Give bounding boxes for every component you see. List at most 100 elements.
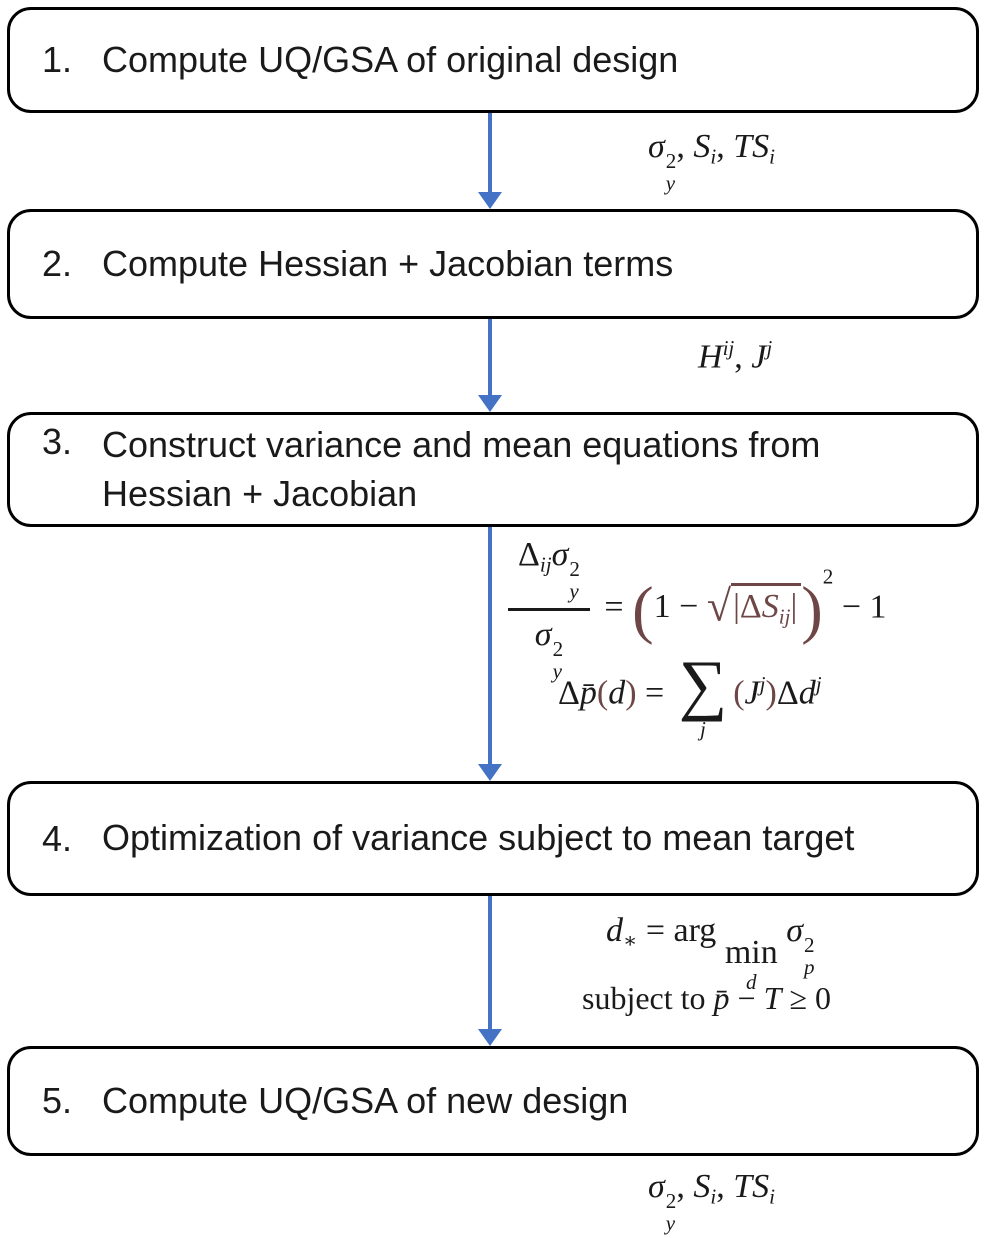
math-token: | xyxy=(790,588,798,626)
math-token: ij xyxy=(778,604,791,629)
math-token: y xyxy=(665,1211,676,1236)
step-number: 5. xyxy=(42,1080,73,1121)
math-token: , xyxy=(716,128,734,165)
flow-step-3: 3. Construct variance and mean equations… xyxy=(7,412,979,527)
math-token: 2 xyxy=(552,636,564,661)
math-token: j xyxy=(759,672,766,696)
math-token: S xyxy=(693,1168,711,1205)
flow-arrow-3 xyxy=(478,527,502,781)
math-token: j xyxy=(766,336,773,360)
math-token: S xyxy=(693,128,711,165)
math-token: y xyxy=(665,171,676,196)
math-token: d xyxy=(798,674,816,712)
step-number: 2. xyxy=(42,243,73,284)
arrow-line xyxy=(488,319,492,395)
math-token: 2 xyxy=(665,1188,677,1213)
arrow-line xyxy=(488,113,492,192)
math-token: σ xyxy=(648,1168,665,1205)
equation-constraint: subject to p̄ − T ≥ 0 xyxy=(582,980,831,1017)
math-token: ≥ 0 xyxy=(781,980,831,1016)
equation-step2-outputs: Hij, Jj xyxy=(698,336,773,377)
math-token: , xyxy=(734,338,752,376)
math-token: d xyxy=(606,912,623,949)
math-token: J xyxy=(744,674,760,712)
math-token: y xyxy=(569,579,579,604)
math-token: i xyxy=(769,1184,775,1209)
step-label: Compute Hessian + Jacobian terms xyxy=(102,242,674,284)
math-token: √|ΔSij| xyxy=(707,582,802,631)
arrow-head-icon xyxy=(478,395,502,412)
math-token: , xyxy=(716,1168,734,1205)
math-token: |ΔSij| xyxy=(731,583,802,629)
math-token: Δ xyxy=(518,536,540,573)
math-token: H xyxy=(698,338,723,376)
math-token: ) xyxy=(765,674,777,712)
math-token: − 1 xyxy=(833,588,887,626)
math-token: 2 xyxy=(665,148,677,173)
math-token: subject to xyxy=(582,980,714,1016)
math-token: 2 xyxy=(804,932,815,957)
math-token: p̄ xyxy=(579,674,597,712)
flow-step-1: 1. Compute UQ/GSA of original design xyxy=(7,7,979,113)
flow-step-5: 5. Compute UQ/GSA of new design xyxy=(7,1046,979,1156)
math-token: p̄ xyxy=(713,980,730,1016)
math-token: J xyxy=(751,338,767,376)
step-number: 1. xyxy=(42,39,73,80)
math-token: ( xyxy=(733,674,745,712)
math-token: ij xyxy=(722,336,735,360)
math-token: S xyxy=(761,588,779,626)
math-token: j xyxy=(700,716,706,741)
math-token: d xyxy=(608,674,626,712)
math-token: j xyxy=(815,672,822,696)
arrow-line xyxy=(488,527,492,764)
math-token: |Δ xyxy=(733,588,762,626)
math-token: ∗ xyxy=(623,928,638,953)
math-token: p xyxy=(804,955,815,980)
math-token: T xyxy=(763,980,782,1016)
math-token: − xyxy=(729,980,764,1016)
flow-arrow-4 xyxy=(478,896,502,1046)
math-token: σ xyxy=(534,616,552,654)
step-label: Compute UQ/GSA of original design xyxy=(102,38,679,80)
math-token: √ xyxy=(706,581,732,631)
flow-arrow-1 xyxy=(478,113,502,209)
flow-arrow-2 xyxy=(478,319,502,412)
math-token xyxy=(778,912,787,949)
math-token: = xyxy=(636,674,673,712)
flow-step-2: 2. Compute Hessian + Jacobian terms xyxy=(7,209,979,319)
math-token: i xyxy=(710,144,717,169)
math-token: σ xyxy=(648,128,665,165)
math-token: ( xyxy=(596,674,609,712)
math-token: 1 − √|ΔSij| xyxy=(654,582,802,631)
math-token: y xyxy=(552,659,562,684)
math-token: 2 xyxy=(822,564,834,589)
math-token: d xyxy=(745,970,757,995)
math-token: , xyxy=(676,1168,694,1205)
math-token: = arg xyxy=(637,912,725,949)
arrow-line xyxy=(488,896,492,1029)
math-token: i xyxy=(710,1184,717,1209)
math-token: ( xyxy=(632,573,654,646)
step-label: Construct variance and mean equations fr… xyxy=(102,423,821,514)
equation-mean: Δp̄(d) = ∑j(Jj)Δdj xyxy=(558,646,822,741)
step-label: Optimization of variance subject to mean… xyxy=(102,817,855,859)
math-token: σ xyxy=(786,912,803,949)
flow-step-4: 4. Optimization of variance subject to m… xyxy=(7,781,979,896)
math-token: Δ xyxy=(558,674,580,712)
math-token: σ xyxy=(551,536,569,573)
step-number: 4. xyxy=(42,817,73,859)
math-token: ∑ xyxy=(678,646,728,722)
math-token: = xyxy=(595,588,633,626)
